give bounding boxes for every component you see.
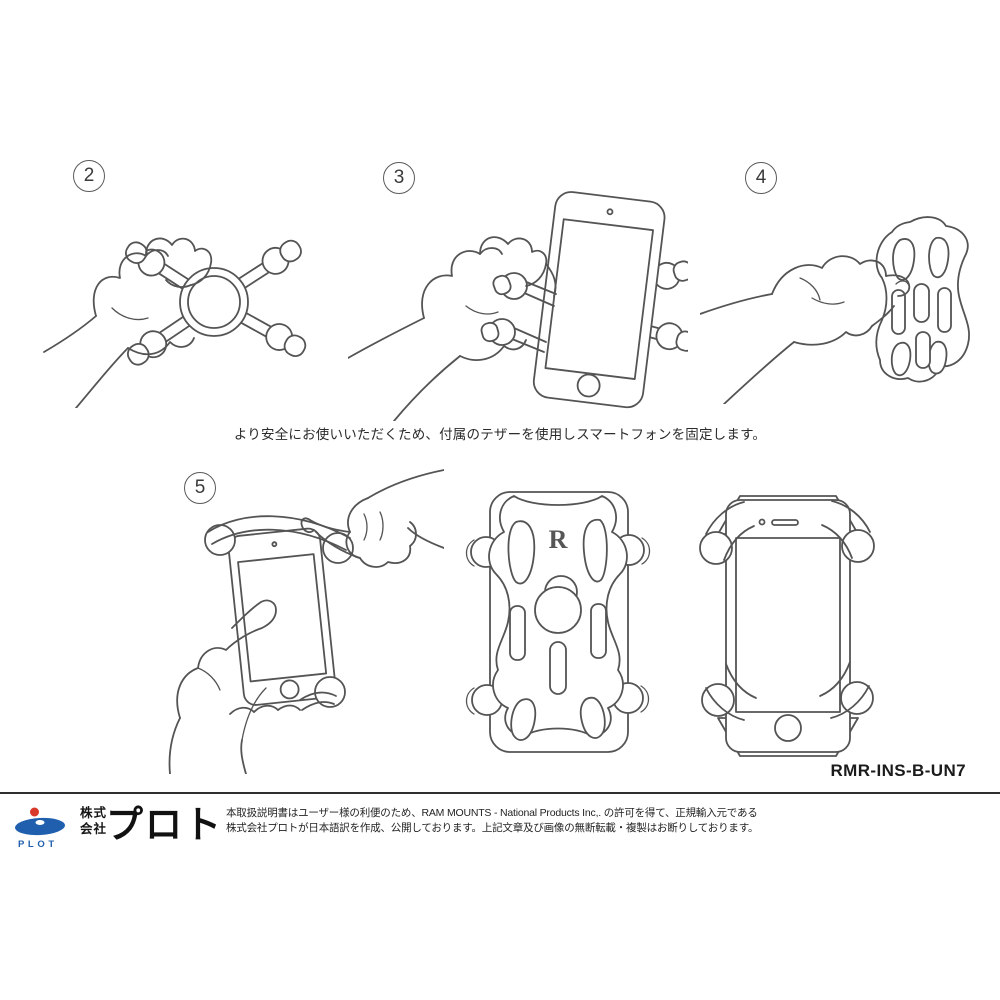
footer-divider <box>0 792 1000 794</box>
step-number: 5 <box>194 477 206 498</box>
step-badge-5: 5 <box>184 472 216 504</box>
footer-line2: 株式会社プロトが日本語訳を作成、公開しております。上記文章及び画像の無断転載・複… <box>226 821 759 834</box>
company-prefix-line2: 会社 <box>80 821 108 836</box>
company-prefix: 株式 会社 <box>80 806 107 837</box>
plot-logo-text: PLOT <box>18 839 58 850</box>
phone-front-secured-in-grip-icon <box>699 495 875 757</box>
hand-holding-rubber-tether-icon <box>700 216 970 404</box>
product-code: RMR-INS-B-UN7 <box>830 761 966 780</box>
ram-r-logo: R <box>549 525 568 554</box>
x-grip-behind-smartphone-icon <box>348 191 688 421</box>
footer-line1: 本取扱説明書はユーザー様の利便のため、RAM MOUNTS - National… <box>226 807 758 819</box>
step-number: 2 <box>83 165 95 186</box>
footer-text: 本取扱説明書はユーザー様の利便のため、RAM MOUNTS - National… <box>226 806 766 836</box>
plot-logo-icon: PLOT <box>15 807 65 850</box>
step-number: 4 <box>755 167 767 188</box>
footer: PLOT 株式 会社 プロト 本取扱説明書はユーザー様の利便のため、RAM MO… <box>0 794 1000 1000</box>
step-badge-4: 4 <box>745 162 777 194</box>
safety-caption: より安全にお使いいただくため、付属のテザーを使用しスマートフォンを固定します。 <box>233 427 767 442</box>
step-number: 3 <box>393 167 405 188</box>
hand-pinching-x-grip-icon <box>43 237 307 408</box>
phone-back-with-tether-and-ball-icon: R <box>465 491 651 753</box>
step-badge-3: 3 <box>383 162 415 194</box>
hands-stretching-tether-over-phone-icon <box>168 469 444 774</box>
step-badge-2: 2 <box>73 160 105 192</box>
company-prefix-line1: 株式 <box>80 806 108 820</box>
company-name: プロト <box>106 803 223 846</box>
